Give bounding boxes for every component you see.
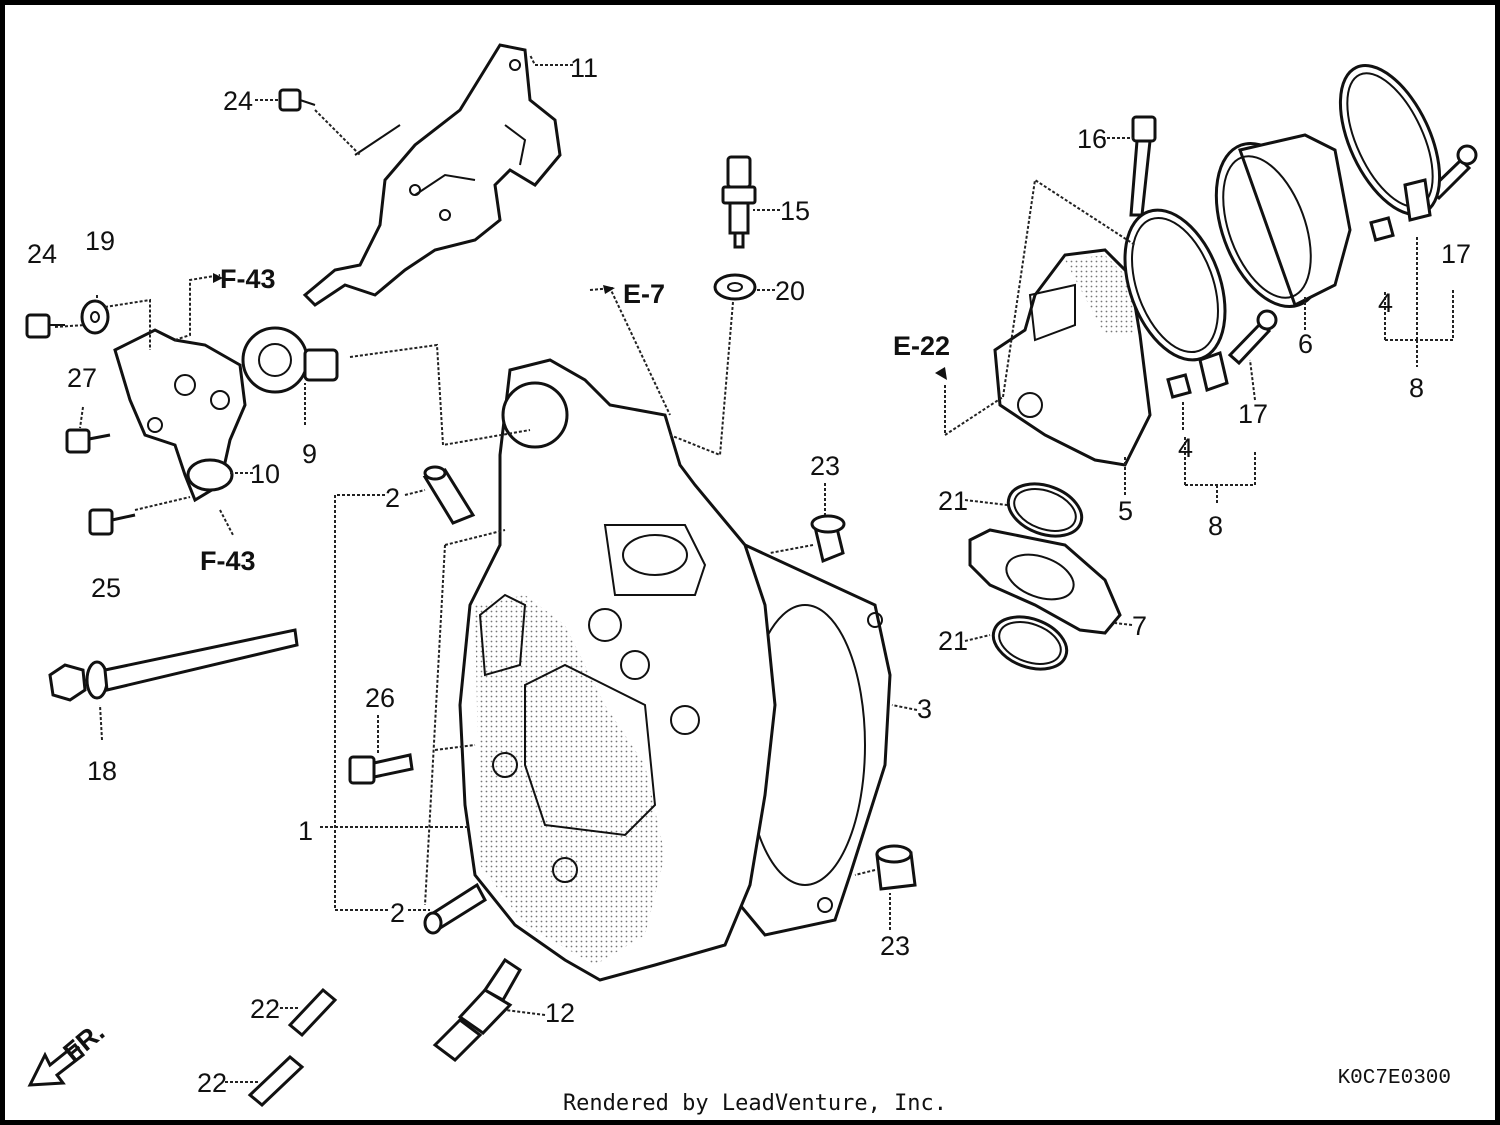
callout-20[interactable]: 20	[775, 276, 805, 306]
callout-18[interactable]: 18	[87, 756, 117, 786]
temperature-sensor-part[interactable]	[721, 155, 757, 249]
washer-19-part[interactable]	[80, 299, 110, 335]
callout-4-left[interactable]: 4	[1178, 433, 1193, 463]
callout-19[interactable]: 19	[85, 226, 115, 256]
callout-23-bottom[interactable]: 23	[880, 931, 910, 961]
callout-25[interactable]: 25	[91, 573, 121, 603]
callout-1[interactable]: 1	[298, 816, 313, 846]
dowel-pin-2-bottom-part[interactable]	[423, 882, 487, 935]
callout-26[interactable]: 26	[365, 683, 395, 713]
stud-22-bottom-part[interactable]	[247, 1054, 305, 1108]
callout-4-right[interactable]: 4	[1378, 288, 1393, 318]
thermostat-part[interactable]	[241, 326, 339, 394]
stud-22-top-part[interactable]	[287, 987, 338, 1038]
callout-9[interactable]: 9	[302, 439, 317, 469]
callout-8-right[interactable]: 8	[1409, 373, 1424, 403]
band-8-right-part[interactable]	[1320, 51, 1460, 230]
collar-23-bottom-part[interactable]	[875, 844, 917, 891]
callout-22-bottom[interactable]: 22	[197, 1068, 227, 1098]
callout-8-left[interactable]: 8	[1208, 511, 1223, 541]
callout-5[interactable]: 5	[1118, 496, 1133, 526]
front-direction-indicator: FR.	[27, 1017, 110, 1087]
callout-6[interactable]: 6	[1298, 329, 1313, 359]
spark-plug-part[interactable]	[432, 957, 522, 1062]
diagram-code: K0C7E0300	[1337, 1067, 1451, 1090]
connecting-tube-part[interactable]	[1196, 129, 1352, 322]
section-references: F-43 F-43 E-7 E-22	[200, 264, 950, 576]
ref-arrow-e7-icon	[603, 285, 615, 294]
callout-23-top[interactable]: 23	[810, 451, 840, 481]
bracket-part[interactable]	[302, 43, 562, 307]
leader-lines	[54, 54, 1454, 1083]
insulator-part[interactable]	[968, 528, 1122, 635]
washer-20-part[interactable]	[713, 273, 757, 301]
nut-4-left-part[interactable]	[1166, 373, 1192, 399]
stud-bolt-18-part[interactable]	[48, 628, 299, 702]
callout-24-left[interactable]: 24	[27, 239, 57, 269]
callout-3[interactable]: 3	[917, 694, 932, 724]
dowel-pin-2-top-part[interactable]	[422, 465, 476, 525]
callout-24-top[interactable]: 24	[223, 86, 253, 116]
bolt-26-part[interactable]	[348, 753, 414, 785]
ref-e7[interactable]: E-7	[623, 279, 665, 309]
callout-17-left[interactable]: 17	[1238, 399, 1268, 429]
bolt-24-left-part[interactable]	[25, 313, 65, 339]
o-ring-21-bottom-part[interactable]	[986, 607, 1074, 678]
cylinder-head-part[interactable]	[458, 358, 777, 982]
callout-7[interactable]: 7	[1132, 611, 1147, 641]
callout-21-bottom[interactable]: 21	[938, 626, 968, 656]
bolt-24-top-part[interactable]	[278, 88, 316, 112]
callout-12[interactable]: 12	[545, 998, 575, 1028]
ref-arrow-f43-icon	[213, 273, 223, 283]
callout-10[interactable]: 10	[250, 459, 280, 489]
callout-22-top[interactable]: 22	[250, 994, 280, 1024]
bolt-25-part[interactable]	[88, 508, 136, 536]
nut-4-right-part[interactable]	[1369, 216, 1395, 242]
callout-labels: 1 2 2 3 4 4 5 6 7 8 8 9 10 11 12 15 16 1…	[27, 53, 1471, 1098]
ref-arrow-e22-icon	[935, 367, 947, 380]
callout-27[interactable]: 27	[67, 363, 97, 393]
parts-diagram: 1 2 2 3 4 4 5 6 7 8 8 9 10 11 12 15 16 1…	[25, 43, 1478, 1108]
callout-15[interactable]: 15	[780, 196, 810, 226]
ref-e22[interactable]: E-22	[893, 331, 950, 361]
ref-f43-bottom[interactable]: F-43	[200, 546, 256, 576]
front-arrow-icon	[27, 1042, 86, 1087]
callout-21-top[interactable]: 21	[938, 486, 968, 516]
callout-11[interactable]: 11	[570, 53, 598, 83]
bolt-17-left-part[interactable]	[1227, 309, 1278, 366]
intake-pipe-part[interactable]	[993, 248, 1152, 467]
callout-2-bottom[interactable]: 2	[390, 898, 405, 928]
callout-2-top[interactable]: 2	[385, 483, 400, 513]
callout-16[interactable]: 16	[1077, 124, 1107, 154]
ref-f43-top[interactable]: F-43	[220, 264, 276, 294]
thermostat-housing-part[interactable]	[113, 328, 247, 503]
callout-17-right[interactable]: 17	[1441, 239, 1471, 269]
band-8-left-part[interactable]	[1106, 196, 1244, 392]
footer-credit: Rendered by LeadVenture, Inc.	[562, 1091, 948, 1116]
collar-23-top-part[interactable]	[810, 514, 846, 564]
o-ring-21-top-part[interactable]	[1001, 474, 1089, 545]
bolt-16-part[interactable]	[1129, 115, 1157, 217]
bolt-27-part[interactable]	[65, 428, 111, 454]
